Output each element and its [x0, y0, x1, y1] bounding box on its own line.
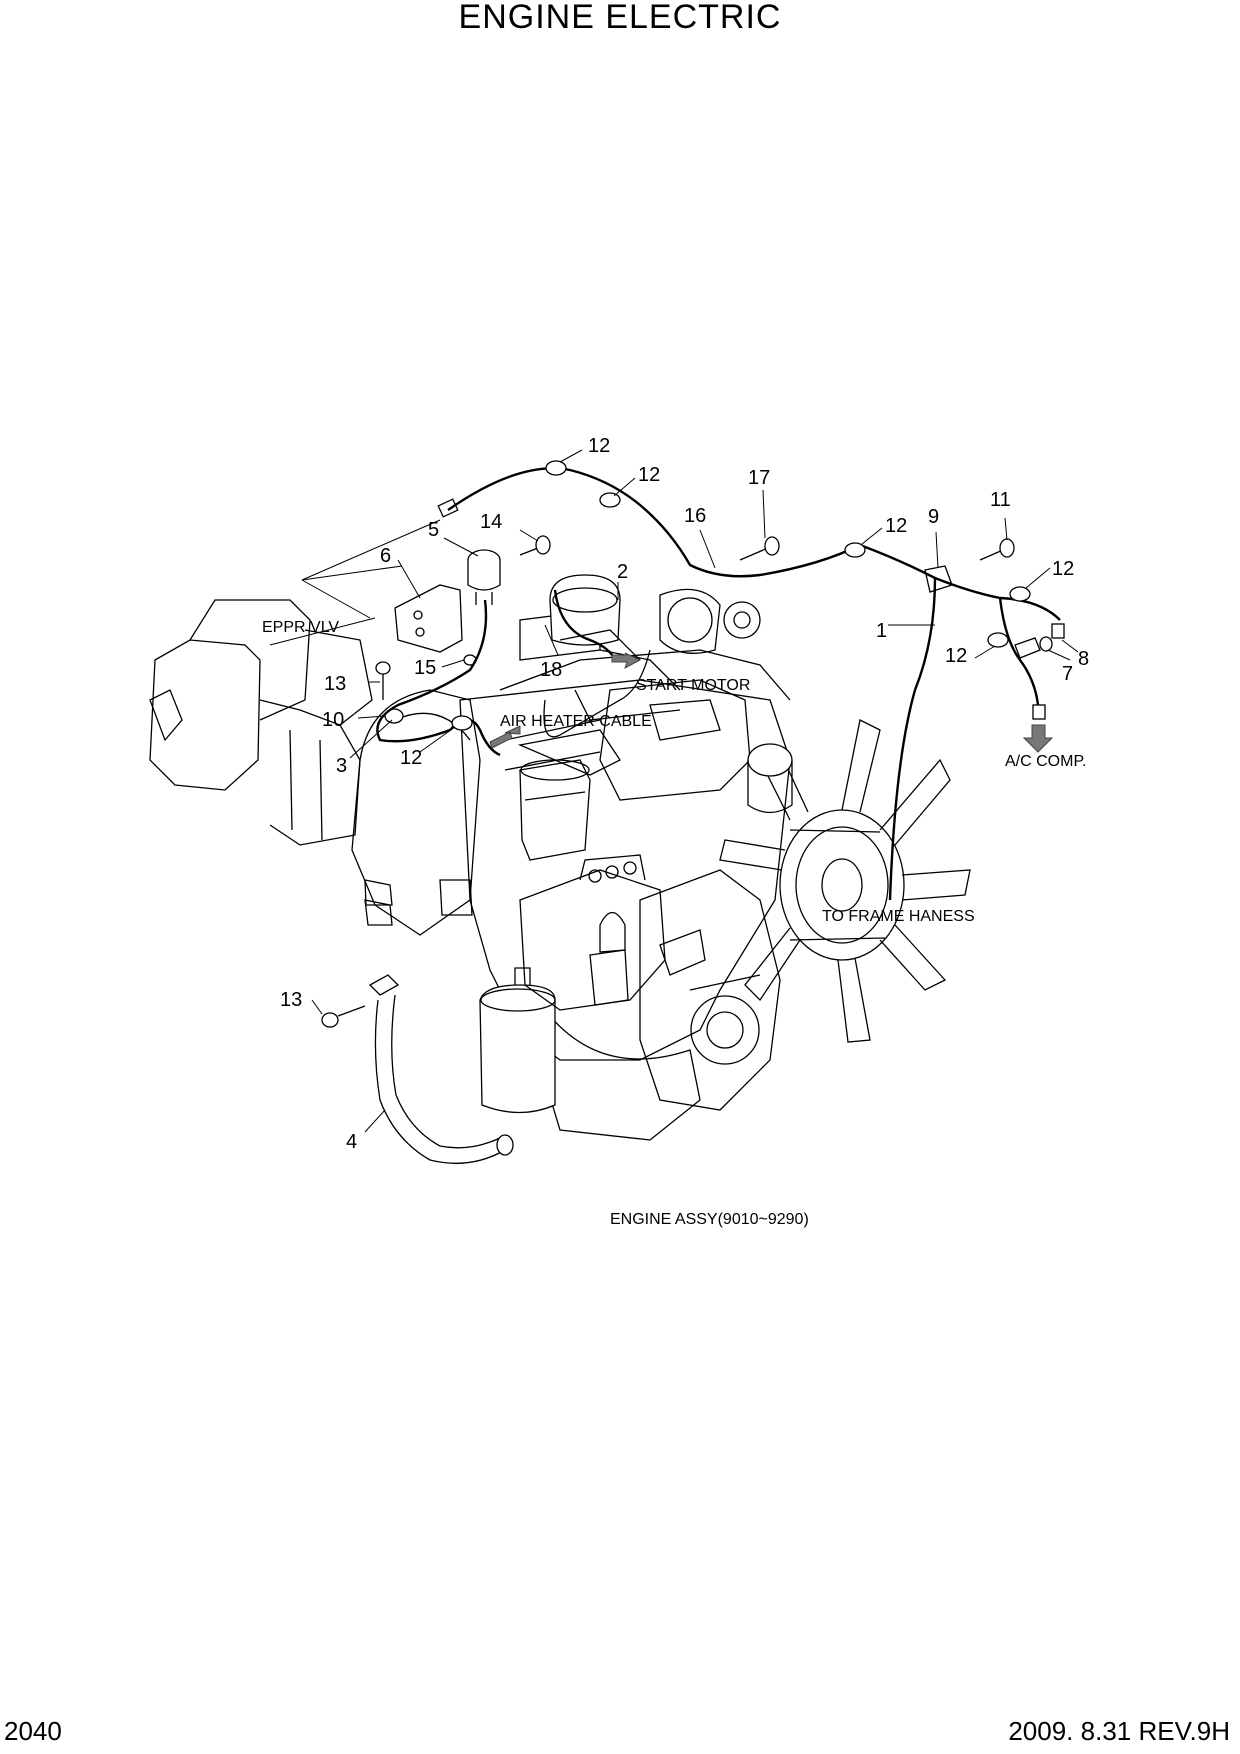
- callout-11: 11: [990, 489, 1011, 511]
- oil-filter: [479, 967, 556, 1114]
- callout-12-b: 12: [638, 464, 660, 486]
- callout-3: 3: [336, 755, 347, 777]
- connector-ac-comp: [1032, 704, 1046, 720]
- callout-14: 14: [480, 511, 502, 533]
- bolt-part-17: [739, 536, 780, 561]
- revision-date: 2009. 8.31 REV.9H: [1008, 1716, 1230, 1746]
- alternator: [747, 743, 793, 814]
- harness-branch-ac: [998, 597, 1040, 706]
- label-eppr-vlv: EPPR VLV: [262, 619, 339, 636]
- relay-part-5: [467, 549, 501, 605]
- harness-branch-frame: [888, 577, 937, 901]
- page-title: ENGINE ELECTRIC: [458, 0, 782, 36]
- engine-illustration: [149, 519, 971, 1141]
- timing-case: [639, 869, 781, 1111]
- label-to-frame-harness: TO FRAME HANESS: [822, 908, 975, 925]
- arrow-air-heater: [489, 725, 521, 749]
- callout-12-e: 12: [945, 645, 967, 667]
- callout-12-d: 12: [1052, 558, 1074, 580]
- callout-4: 4: [346, 1131, 357, 1153]
- label-engine-assy: ENGINE ASSY(9010~9290): [610, 1211, 809, 1228]
- page-number: 2040: [4, 1716, 62, 1746]
- wire-harness: [376, 460, 1061, 901]
- callout-7: 7: [1062, 663, 1073, 685]
- arrow-ac-comp: [1022, 724, 1054, 753]
- bolt-part-14: [519, 535, 551, 556]
- callout-15: 15: [414, 657, 436, 679]
- callout-12-f: 12: [400, 747, 422, 769]
- harness-branch-eppr: [376, 599, 488, 743]
- label-start-motor: START MOTOR: [636, 677, 750, 694]
- label-ac-comp: A/C COMP.: [1005, 753, 1087, 770]
- bolt-part-13-lower: [321, 1005, 366, 1028]
- callout-5: 5: [428, 519, 439, 541]
- callout-13-upper: 13: [324, 673, 346, 695]
- callout-2: 2: [617, 561, 628, 583]
- callout-1: 1: [876, 620, 887, 642]
- connector-part-8: [1051, 623, 1065, 639]
- sensor-part-7: [1014, 636, 1053, 659]
- engine-block: [459, 649, 791, 1141]
- flywheel-housing: [351, 689, 481, 936]
- bracket-part-6: [394, 584, 463, 653]
- bolt-part-13-upper: [375, 661, 391, 700]
- callout-17: 17: [748, 467, 770, 489]
- callout-8: 8: [1078, 648, 1089, 670]
- bolt-part-11: [979, 538, 1015, 561]
- cooling-fan: [719, 719, 971, 1043]
- connector-eppr: [437, 498, 459, 518]
- label-air-heater-cable: AIR HEATER CABLE: [500, 713, 652, 730]
- ground-strap-part-4: [368, 974, 514, 1164]
- fuel-filter: [517, 729, 621, 861]
- callout-12-c: 12: [885, 515, 907, 537]
- arrow-start-motor: [611, 652, 642, 670]
- callout-labels: 1 2 3 4 5 6 7 8 9 10 11 12 12 12 12 12 1…: [280, 435, 1089, 1153]
- note-labels: EPPR VLV START MOTOR AIR HEATER CABLE A/…: [262, 619, 1087, 1228]
- callout-18: 18: [540, 659, 562, 681]
- injection-pump: [519, 854, 666, 1011]
- intake-and-turbo: [519, 574, 761, 738]
- callout-13-lower: 13: [280, 989, 302, 1011]
- callout-6: 6: [380, 545, 391, 567]
- eppr-valve-outline: [269, 519, 441, 646]
- callout-16: 16: [684, 505, 706, 527]
- callout-10: 10: [322, 709, 344, 731]
- harness-main: [447, 467, 1061, 621]
- callout-12-a: 12: [588, 435, 610, 457]
- leader-lines: [301, 449, 1079, 1133]
- harness-branch-start: [553, 589, 617, 661]
- callout-9: 9: [928, 506, 939, 528]
